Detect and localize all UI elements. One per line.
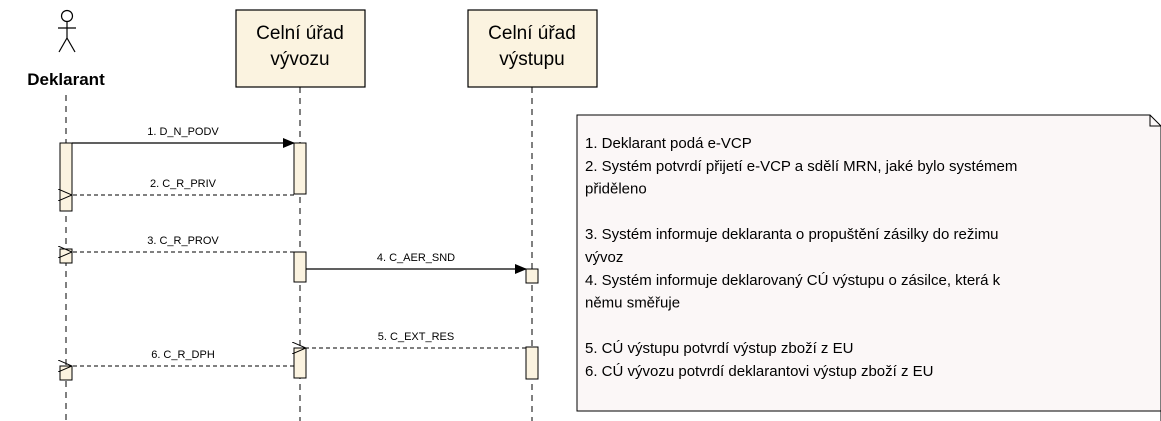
message-5: 5. C_EXT_RES — [306, 331, 526, 348]
note-line: 2. Systém potvrdí přijetí e-VCP a sdělí … — [585, 158, 1017, 175]
lifeline-title-line1: Celní úřad — [488, 23, 576, 44]
note-text: 1. Deklarant podá e-VCP 2. Systém potvrdí… — [585, 135, 1017, 380]
note-line: 4. Systém informuje deklarovaný CÚ výstu… — [585, 272, 1001, 289]
actor-deklarant: Deklarant — [27, 9, 105, 89]
note-line: němu směřuje — [585, 295, 680, 312]
activation-bar — [59, 142, 73, 212]
message-label: 5. C_EXT_RES — [378, 331, 454, 343]
stick-figure-icon — [58, 9, 76, 53]
lifeline-title-line1: Celní úřad — [256, 23, 344, 44]
message-label: 1. D_N_PODV — [147, 126, 219, 138]
lifeline-box-vystupu: Celní úřad výstupu — [467, 9, 598, 88]
message-label: 4. C_AER_SND — [377, 252, 455, 264]
message-label: 6. C_R_DPH — [151, 349, 215, 361]
note-line: 1. Deklarant podá e-VCP — [585, 135, 752, 152]
message-label: 3. C_R_PROV — [147, 235, 219, 247]
message-4: 4. C_AER_SND — [306, 252, 527, 274]
message-2: 2. C_R_PRIV — [72, 178, 294, 195]
note: 1. Deklarant podá e-VCP 2. Systém potvrdí… — [576, 114, 1161, 421]
note-line: přiděleno — [585, 181, 647, 198]
activation-bar — [59, 365, 73, 381]
message-6: 6. C_R_DPH — [72, 349, 294, 366]
activation-bar — [293, 142, 307, 195]
actor-name: Deklarant — [27, 70, 105, 89]
activation-bar — [293, 347, 307, 379]
activation-bar — [59, 248, 73, 264]
activation-bar — [525, 346, 539, 380]
message-label: 2. C_R_PRIV — [150, 178, 217, 190]
note-line: 3. Systém informuje deklaranta o propušt… — [585, 226, 999, 243]
note-line: 5. CÚ výstupu potvrdí výstup zboží z EU — [585, 340, 853, 357]
lifeline-title-line2: vývozu — [270, 49, 329, 70]
message-1: 1. D_N_PODV — [72, 126, 295, 148]
activation-bar — [293, 251, 307, 283]
lifeline-box-vyvozu: Celní úřad vývozu — [235, 9, 366, 88]
note-line: vývoz — [585, 249, 623, 266]
lifeline-title-line2: výstupu — [499, 49, 564, 70]
note-line: 6. CÚ vývozu potvrdí deklarantovi výstup… — [585, 363, 933, 380]
message-3: 3. C_R_PROV — [72, 235, 294, 252]
activation-bar — [525, 268, 539, 284]
